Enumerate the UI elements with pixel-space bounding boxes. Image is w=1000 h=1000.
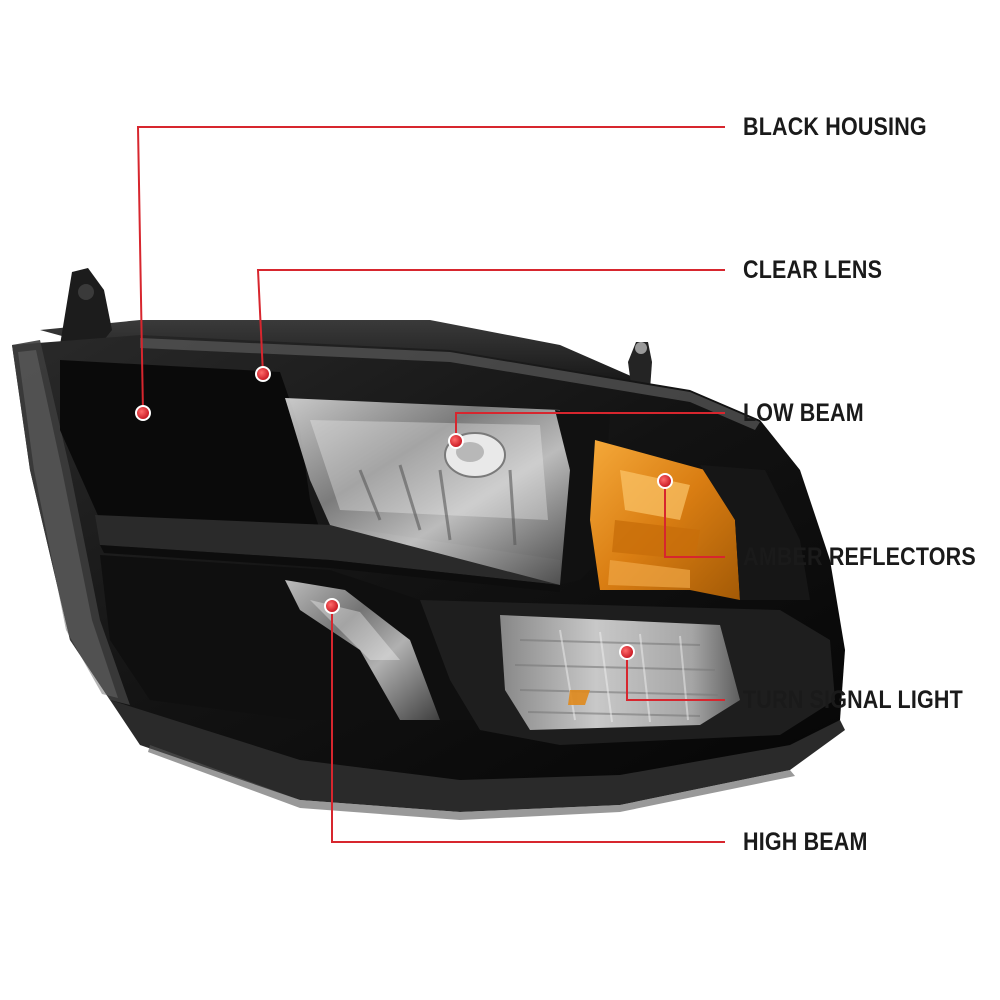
label-high-beam: HIGH BEAM: [743, 828, 868, 856]
label-turn-signal-light: TURN SIGNAL LIGHT: [743, 686, 963, 714]
label-amber-reflectors: AMBER REFLECTORS: [743, 543, 976, 571]
label-clear-lens: CLEAR LENS: [743, 256, 883, 284]
label-low-beam: LOW BEAM: [743, 399, 864, 427]
label-black-housing: BLACK HOUSING: [743, 113, 927, 141]
